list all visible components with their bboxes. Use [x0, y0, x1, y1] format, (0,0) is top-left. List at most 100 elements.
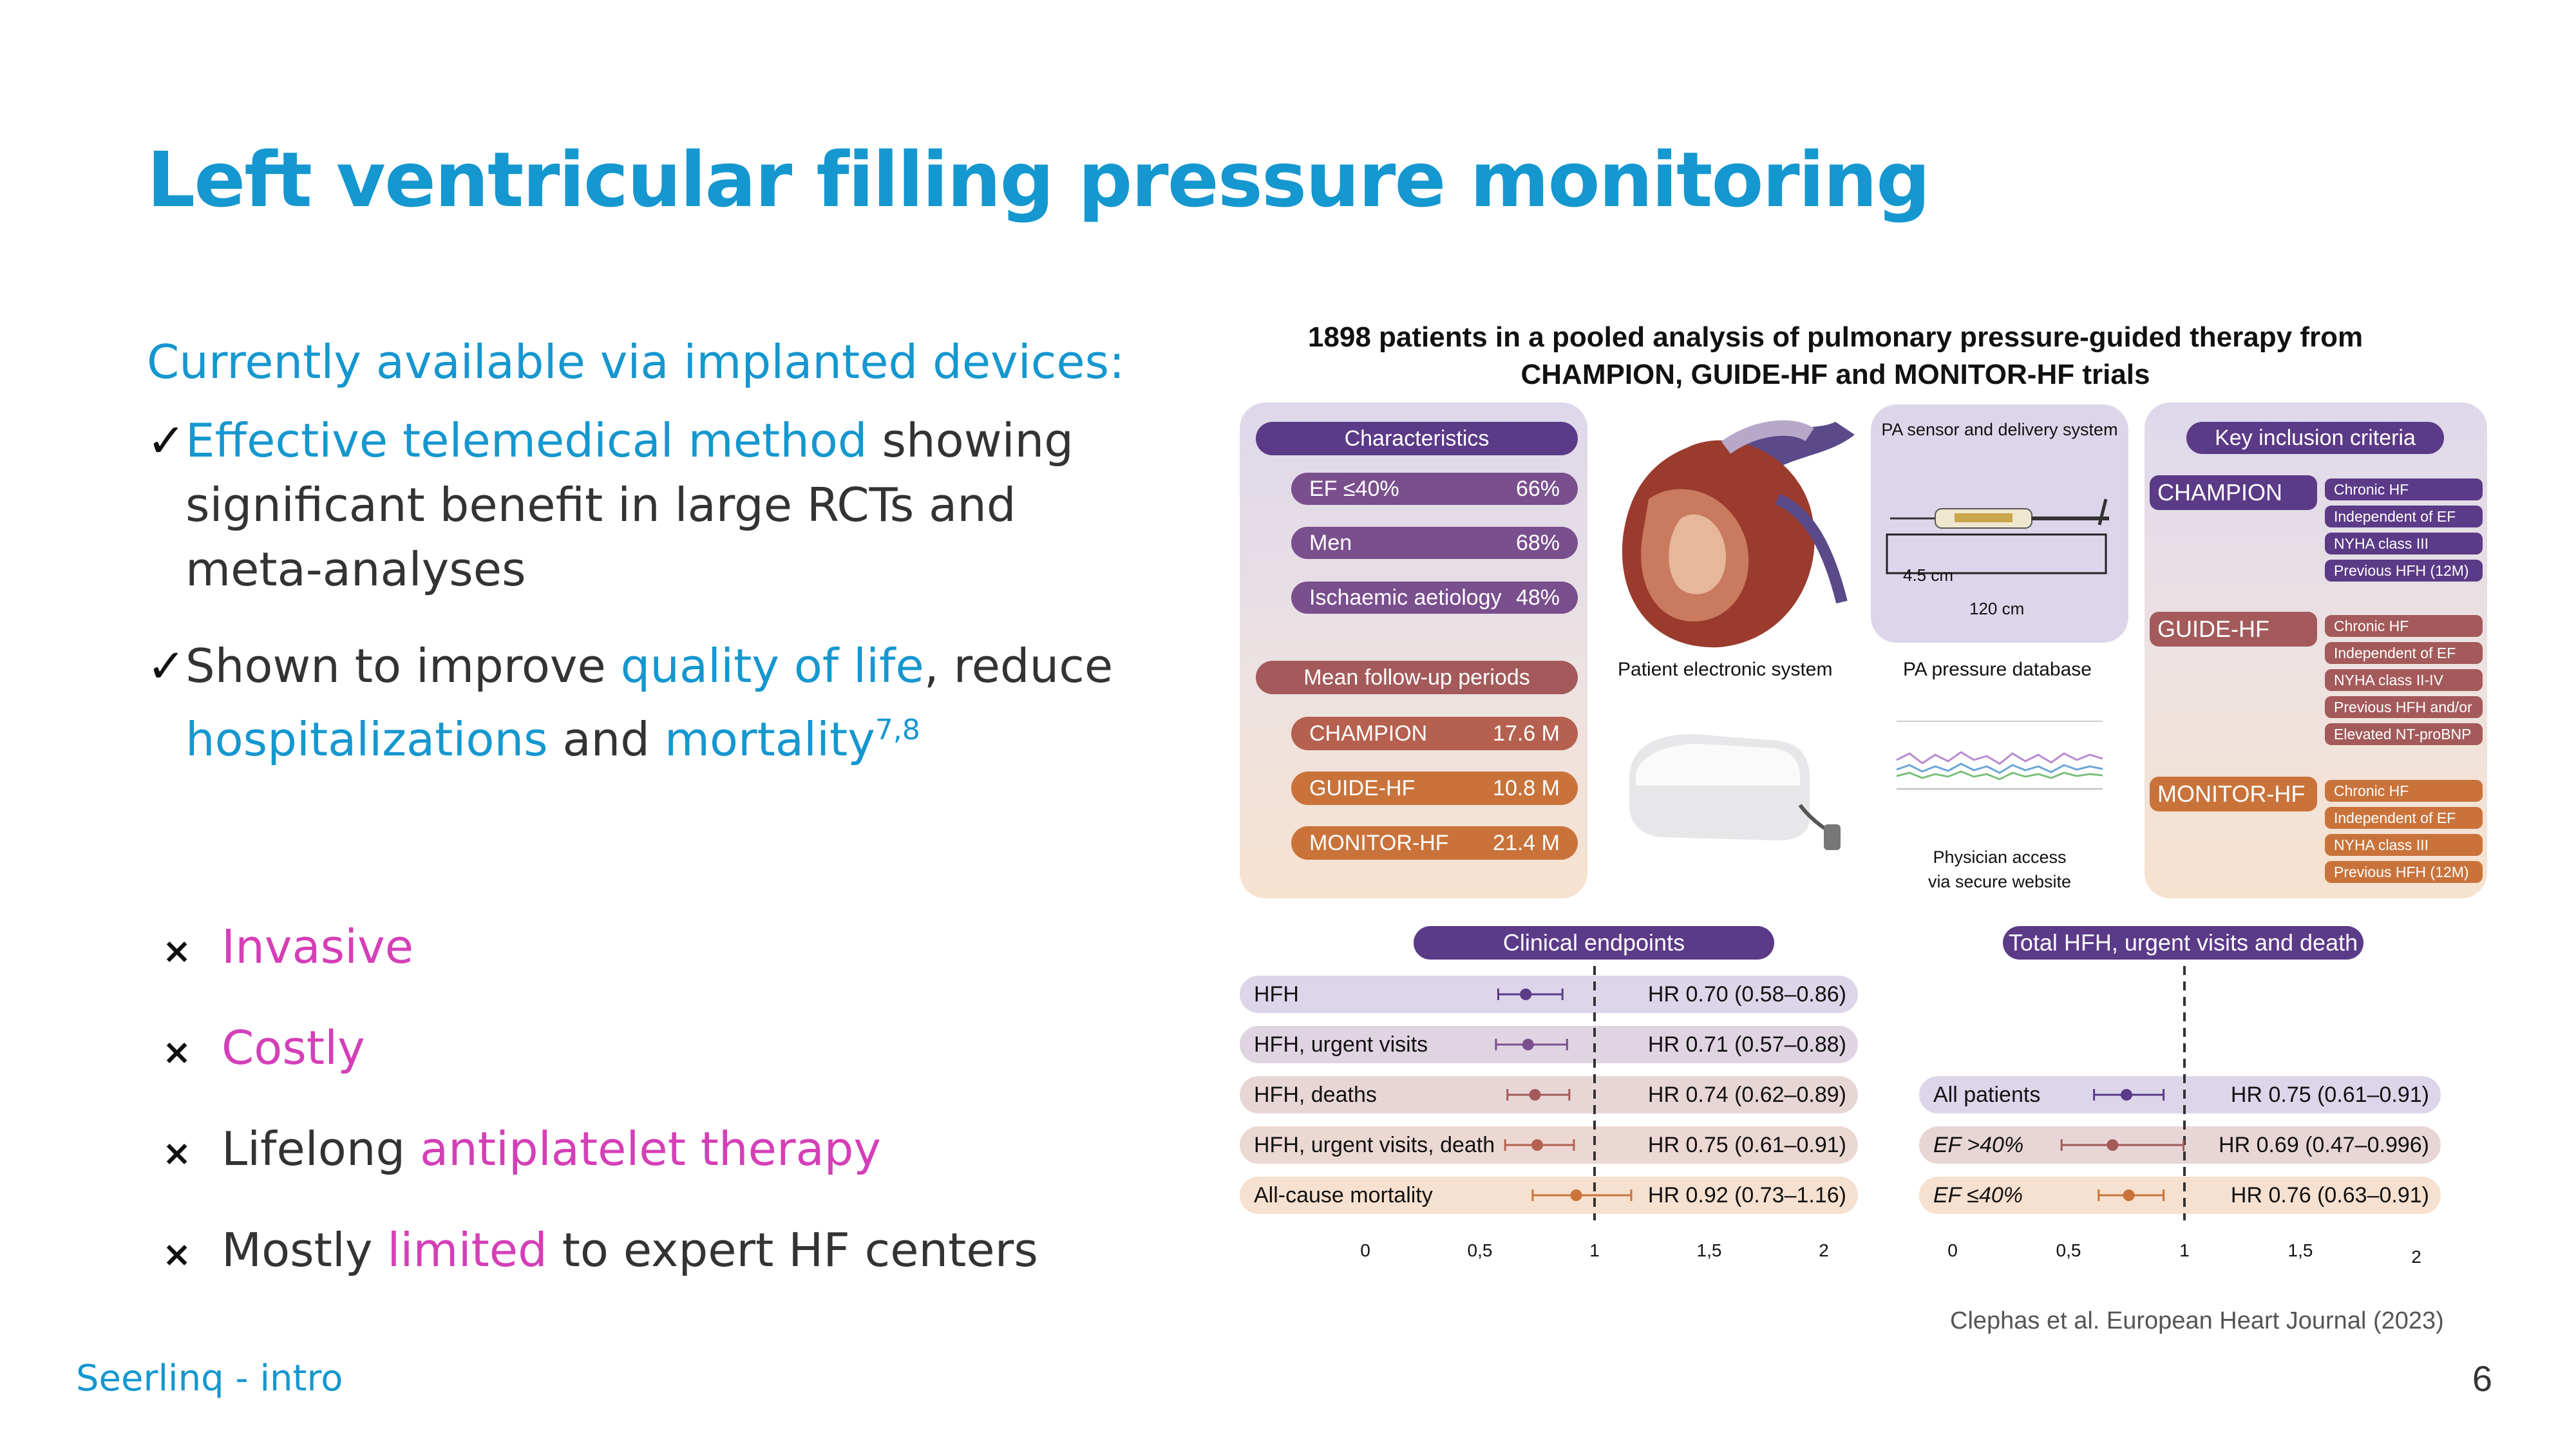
followup-header: Mean follow-up periods	[1256, 661, 1578, 694]
figure-title: 1898 patients in a pooled analysis of pu…	[1243, 319, 2428, 393]
characteristic-value: 48%	[1515, 585, 1560, 610]
bullet-highlight: mortality	[664, 712, 875, 766]
tick-label: 2	[1819, 1240, 1829, 1260]
figure-title-line: 1898 patients in a pooled analysis of pu…	[1307, 321, 2363, 353]
criterion-tag: NYHA class III	[2325, 533, 2483, 554]
sensor-length-large: 120 cm	[1969, 599, 2025, 618]
slide-title: Left ventricular filling pressure monito…	[147, 135, 1931, 224]
bullet-text: Shown to improve	[185, 639, 621, 693]
characteristic-label: Men	[1309, 530, 1352, 555]
tick-label: 2	[2411, 1247, 2421, 1267]
cross-icon: ×	[162, 1133, 192, 1173]
followup-champion: CHAMPION 17.6 M	[1291, 717, 1578, 750]
criterion-tag: Chronic HF	[2325, 780, 2483, 802]
content-left: Currently available via implanted device…	[147, 335, 1151, 772]
characteristic-ef: EF ≤40% 66%	[1291, 473, 1578, 505]
forest-row: All patients HR 0.75 (0.61–0.91)	[1919, 1076, 2441, 1113]
trial-monitor: MONITOR-HF	[2150, 777, 2317, 811]
followup-value: 17.6 M	[1493, 721, 1560, 746]
characteristic-value: 66%	[1515, 476, 1560, 501]
forest-row-hr: HR 0.75 (0.61–0.91)	[1647, 1133, 1846, 1157]
citation: Clephas et al. European Heart Journal (2…	[1950, 1307, 2444, 1334]
cross-icon: ×	[162, 1032, 192, 1072]
total-hfh-header: Total HFH, urgent visits and death	[2003, 926, 2363, 960]
characteristic-label: Ischaemic aetiology	[1309, 585, 1502, 610]
inclusion-header: Key inclusion criteria	[2186, 422, 2444, 454]
followup-label: GUIDE-HF	[1309, 775, 1416, 800]
tick-label: 1	[2179, 1240, 2190, 1260]
criterion-tag: Independent of EF	[2325, 506, 2483, 527]
forest-row: EF ≤40% HR 0.76 (0.63–0.91)	[1919, 1177, 2441, 1214]
forest-row: HFH, deaths HR 0.74 (0.62–0.89)	[1240, 1076, 1858, 1113]
forest-row-label: HFH	[1254, 982, 1299, 1007]
con-text: to expert HF centers	[547, 1223, 1038, 1277]
con-highlight: antiplatelet therapy	[420, 1122, 882, 1176]
con-item: ×Lifelong antiplatelet therapy	[162, 1101, 1038, 1202]
criterion-tag: Independent of EF	[2325, 642, 2483, 664]
forest-row-label: All patients	[1933, 1083, 2041, 1107]
criterion-tag: Chronic HF	[2325, 478, 2483, 500]
patient-device-illustration	[1629, 734, 1841, 850]
characteristic-label: EF ≤40%	[1309, 476, 1399, 501]
tick-label: 0	[1947, 1240, 1958, 1260]
con-item: × Mostly limited to expert HF centers	[162, 1202, 1038, 1303]
forest-row-label: All-cause mortality	[1254, 1183, 1433, 1208]
forest-row-hr: HR 0.71 (0.57–0.88)	[1647, 1032, 1846, 1057]
tick-label: 0,5	[1467, 1240, 1493, 1260]
forest-row-hr: HR 0.76 (0.63–0.91)	[2230, 1183, 2429, 1208]
criterion-tag: NYHA class II-IV	[2325, 669, 2483, 691]
tick-label: 1	[1589, 1240, 1600, 1260]
forest-row-label: HFH, deaths	[1254, 1083, 1377, 1107]
bullet-highlight: quality of life	[620, 639, 924, 693]
bullet-highlight: Effective telemedical method	[185, 413, 867, 468]
forest-row: HFH HR 0.70 (0.58–0.86)	[1240, 976, 1858, 1013]
patient-system-label: Patient electronic system	[1618, 659, 1833, 680]
cross-icon: ×	[162, 1234, 192, 1274]
trial-champion: CHAMPION	[2150, 475, 2317, 510]
bullet-effective: ✓ Effective telemedical method showing s…	[147, 408, 1151, 601]
forest-row-label: EF ≤40%	[1933, 1183, 2023, 1208]
criterion-tag: Previous HFH (12M)	[2325, 861, 2483, 883]
criterion-tag: Chronic HF	[2325, 615, 2483, 637]
heart-illustration	[1622, 420, 1855, 648]
con-text: Mostly	[222, 1223, 388, 1277]
con-highlight: limited	[387, 1223, 547, 1277]
tick-label: 0,5	[2056, 1240, 2081, 1260]
criterion-tag: Independent of EF	[2325, 807, 2483, 829]
followup-label: MONITOR-HF	[1309, 830, 1449, 855]
pa-pressure-graph	[1896, 721, 2103, 790]
subtitle: Currently available via implanted device…	[147, 335, 1125, 389]
bullet-improve: ✓ Shown to improve quality of life, redu…	[147, 634, 1151, 772]
tick-label: 1,5	[2287, 1240, 2313, 1260]
bullet-text: , reduce	[923, 639, 1113, 693]
con-item: × Invasive	[162, 898, 1038, 999]
con-highlight: Invasive	[222, 920, 414, 974]
physician-access-label: Physician access via secure website	[1890, 845, 2109, 894]
sensor-device-drawing	[1886, 498, 2109, 574]
criterion-tag: Previous HFH (12M)	[2325, 560, 2483, 582]
bullet-text: and	[547, 712, 665, 766]
trial-guide: GUIDE-HF	[2150, 612, 2317, 647]
forest-row-hr: HR 0.75 (0.61–0.91)	[2230, 1083, 2429, 1107]
characteristics-header: Characteristics	[1256, 422, 1578, 455]
cross-icon: ×	[162, 931, 192, 971]
con-item: ×Costly	[162, 999, 1038, 1101]
check-icon: ✓	[147, 413, 186, 468]
footer-label: Seerlinq - intro	[76, 1358, 343, 1399]
forest-row-label: EF >40%	[1933, 1133, 2024, 1157]
forest-row-hr: HR 0.70 (0.58–0.86)	[1647, 982, 1846, 1007]
criterion-tag: NYHA class III	[2325, 834, 2483, 856]
characteristic-ischaemic: Ischaemic aetiology 48%	[1291, 582, 1578, 614]
bullet-highlight: hospitalizations	[185, 712, 548, 766]
forest-row-hr: HR 0.74 (0.62–0.89)	[1647, 1083, 1846, 1107]
followup-label: CHAMPION	[1309, 721, 1428, 746]
pa-database-label: PA pressure database	[1903, 659, 2092, 680]
check-icon: ✓	[147, 639, 186, 693]
criterion-tag: Elevated NT-proBNP	[2325, 723, 2483, 745]
page-number: 6	[2472, 1358, 2492, 1399]
